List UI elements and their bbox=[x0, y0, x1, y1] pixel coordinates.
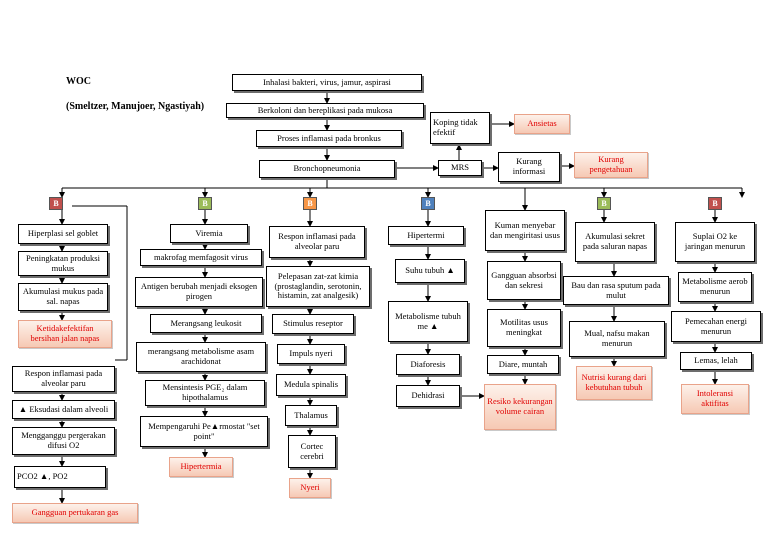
badge-b4: B bbox=[421, 197, 435, 210]
col2-metabolisme-asam: merangsang metabolisme asam arachidonat bbox=[136, 342, 266, 372]
col4-diaforesis: Diaforesis bbox=[396, 354, 460, 375]
diagram-title: WOC bbox=[66, 76, 91, 87]
col4-suhu-tubuh: Suhu tubuh ▲ bbox=[395, 259, 465, 283]
col2-makrofag: makrofag memfagosit virus bbox=[140, 249, 262, 266]
col1-hiperplasi: Hiperplasi sel goblet bbox=[18, 224, 108, 244]
badge-b7: B bbox=[708, 197, 722, 210]
badge-b6: B bbox=[597, 197, 611, 210]
col4-dehidrasi: Dehidrasi bbox=[396, 385, 460, 407]
col2-antigen: Antigen berubah menjadi eksogen pirogen bbox=[135, 277, 263, 307]
badge-b1: B bbox=[49, 197, 63, 210]
node-bronchopneumonia: Bronchopneumonia bbox=[259, 160, 395, 178]
diagnosis-hipertermia: Hipertermia bbox=[169, 457, 233, 477]
col7-lemas-lelah: Lemas, lelah bbox=[680, 352, 752, 370]
col3-medula-spinalis: Medula spinalis bbox=[276, 374, 346, 396]
diagnosis-nutrisi: Nutrisi kurang dari kebutuhan tubuh bbox=[576, 366, 652, 400]
col1-produksi-mukus: Peningkatan produksi mukus bbox=[18, 251, 108, 276]
col6-bau-sputum: Bau dan rasa sputum pada mulut bbox=[563, 276, 669, 305]
col2-leukosit: Merangsang leukosit bbox=[150, 314, 262, 333]
col1-akumulasi-mukus: Akumulasi mukus pada sal. napas bbox=[18, 283, 108, 311]
col3-thalamus: Thalamus bbox=[285, 405, 337, 426]
diagnosis-nyeri: Nyeri bbox=[289, 478, 331, 498]
node-mrs: MRS bbox=[438, 160, 482, 176]
col7-pemecahan-energi: Pemecahan energi menurun bbox=[671, 311, 761, 342]
col3-impuls-nyeri: Impuls nyeri bbox=[277, 344, 345, 364]
col6-mual: Mual, nafsu makan menurun bbox=[569, 321, 665, 357]
diagnosis-kurang-pengetahuan: Kurang pengetahuan bbox=[574, 152, 648, 178]
diagnosis-volume-cairan: Resiko kekurangan volume cairan bbox=[484, 384, 556, 430]
node-koping: Koping tidak efektif bbox=[430, 112, 490, 144]
col1-pco2-po2: PCO2 ▲, PO2 bbox=[14, 466, 106, 488]
col1-respon-inflamasi: Respon inflamasi pada alveolar paru bbox=[12, 366, 115, 392]
col5-diare-muntah: Diare, muntah bbox=[487, 355, 559, 374]
node-inflamasi-bronkus: Proses inflamasi pada bronkus bbox=[256, 130, 402, 147]
node-kurang-informasi: Kurang informasi bbox=[498, 152, 560, 182]
col3-stimulus-reseptor: Stimulus reseptor bbox=[272, 314, 354, 334]
badge-b3: B bbox=[303, 197, 317, 210]
col3-zat-kimia: Pelepasan zat-zat kimia (prostaglandin, … bbox=[266, 266, 370, 307]
col7-suplai-o2: Suplai O2 ke jaringan menurun bbox=[675, 222, 755, 262]
col1-difusi-o2: Mengganggu pergerakan difusi O2 bbox=[12, 427, 115, 455]
col5-motilitas-usus: Motilitas usus meningkat bbox=[487, 309, 561, 347]
node-inhalasi: Inhalasi bakteri, virus, jamur, aspirasi bbox=[232, 74, 422, 91]
col1-eksudasi: ▲ Eksudasi dalam alveoli bbox=[12, 400, 115, 419]
col4-metabolisme: Metabolisme tubuh me ▲ bbox=[388, 301, 468, 342]
diagnosis-bersihan-jalan-napas: Ketidakefektifan bersihan jalan napas bbox=[18, 320, 112, 348]
col3-respon-inflamasi: Respon inflamasi pada alveolar paru bbox=[269, 226, 365, 258]
col4-hipertermi: Hipertermi bbox=[388, 226, 464, 245]
col3-cortec-cerebri: Cortec cerebri bbox=[288, 435, 336, 468]
diagnosis-intoleransi: Intoleransi aktifitas bbox=[681, 384, 749, 414]
col7-metabolisme-aerob: Metabolisme aerob menurun bbox=[678, 272, 752, 302]
col5-gangguan-absorbsi: Gangguan absorbsi dan sekresi bbox=[487, 261, 561, 300]
col2-pge2: Mensintesis PGE₂ dalam hipothalamus bbox=[145, 380, 265, 406]
badge-b2: B bbox=[198, 197, 212, 210]
col2-viremia: Viremia bbox=[170, 224, 248, 243]
col2-termostat: Mempengaruhi Pe▲rmostat "set point" bbox=[140, 416, 268, 447]
diagnosis-pertukaran-gas: Gangguan pertukaran gas bbox=[12, 503, 138, 523]
col5-kuman-menyebar: Kuman menyebar dan mengiritasi usus bbox=[485, 210, 565, 251]
diagram-subtitle: (Smeltzer, Manujoer, Ngastiyah) bbox=[66, 101, 205, 112]
diagnosis-ansietas: Ansietas bbox=[514, 114, 570, 134]
node-berkoloni: Berkoloni dan bereplikasi pada mukosa bbox=[226, 103, 424, 118]
col6-akumulasi-sekret: Akumulasi sekret pada saluran napas bbox=[575, 222, 655, 262]
